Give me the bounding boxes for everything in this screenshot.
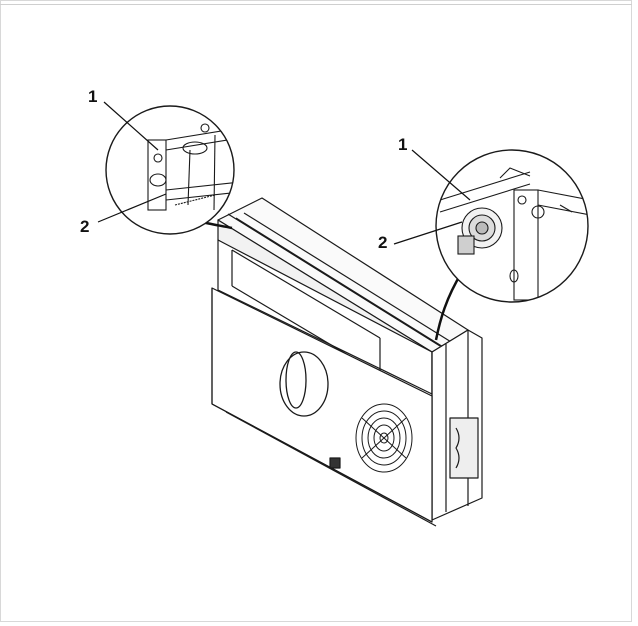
- left-detail-view: [105, 105, 235, 235]
- callout-left-1: 1: [88, 87, 97, 106]
- callout-leaders: [97, 101, 471, 245]
- callout-right-2: 2: [378, 233, 387, 252]
- top-rule: [0, 0, 632, 5]
- callout-left-2: 2: [80, 217, 89, 236]
- inlet-opening: [279, 351, 329, 417]
- right-detail-view: [435, 149, 589, 303]
- fan-grille: [355, 403, 413, 473]
- callout-right-1: 1: [398, 135, 407, 154]
